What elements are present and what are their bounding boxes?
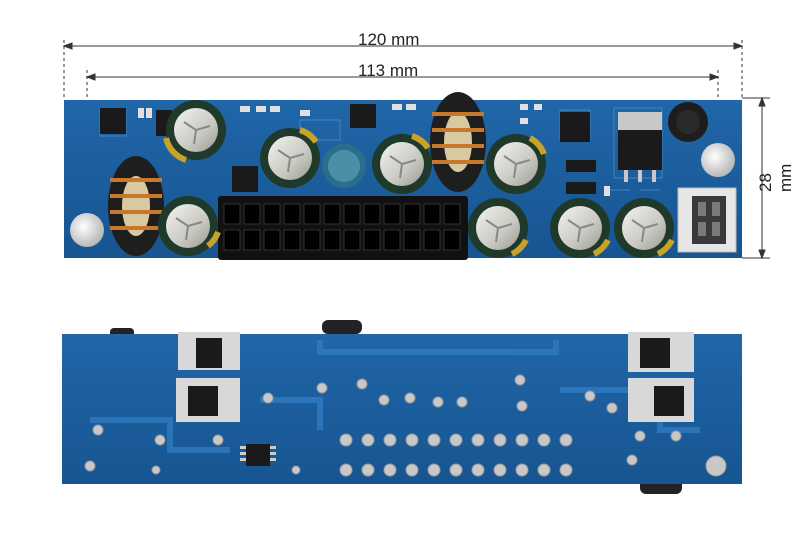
electrolytic-capacitor	[260, 127, 320, 188]
toroid-inductor-center	[430, 92, 486, 192]
electrolytic-capacitor	[550, 198, 611, 258]
mosfet-q2	[178, 332, 240, 370]
dimension-28mm	[742, 96, 770, 260]
mosfet-q1	[628, 378, 694, 422]
ic-chip	[100, 108, 126, 134]
smd-components	[138, 104, 610, 196]
mosfet-q4	[176, 378, 240, 422]
electrolytic-capacitor	[372, 133, 432, 194]
diode	[566, 160, 596, 172]
mounting-hole-left	[70, 213, 104, 247]
electrolytic-capacitor	[614, 198, 675, 258]
electrolytic-capacitor	[163, 100, 226, 163]
voltage-regulator	[618, 112, 662, 182]
diode	[566, 182, 596, 194]
dimension-120mm	[62, 40, 744, 98]
ic-u4	[240, 444, 276, 466]
power-connector	[677, 187, 737, 253]
dimension-label-113mm: 113 mm	[358, 61, 419, 80]
electrolytic-capacitor-blue	[322, 144, 366, 188]
atx-24pin-connector	[218, 196, 468, 260]
top-pcb-board	[64, 92, 742, 260]
electrolytic-capacitor	[486, 134, 547, 194]
mosfet-q3	[628, 332, 694, 372]
electrolytic-capacitor	[158, 196, 221, 256]
solder-joints	[84, 374, 727, 477]
electrolytic-capacitor	[468, 198, 529, 258]
ic-chip	[350, 104, 376, 128]
dimension-label-28mm: 28 mm	[756, 163, 795, 192]
mounting-hole-right	[701, 143, 735, 177]
ic-chip	[560, 112, 590, 142]
ic-chip	[232, 166, 258, 192]
dimension-label-120mm: 120 mm	[358, 30, 420, 49]
toroid-inductor-left	[108, 156, 164, 256]
bottom-pcb-board	[62, 320, 742, 494]
